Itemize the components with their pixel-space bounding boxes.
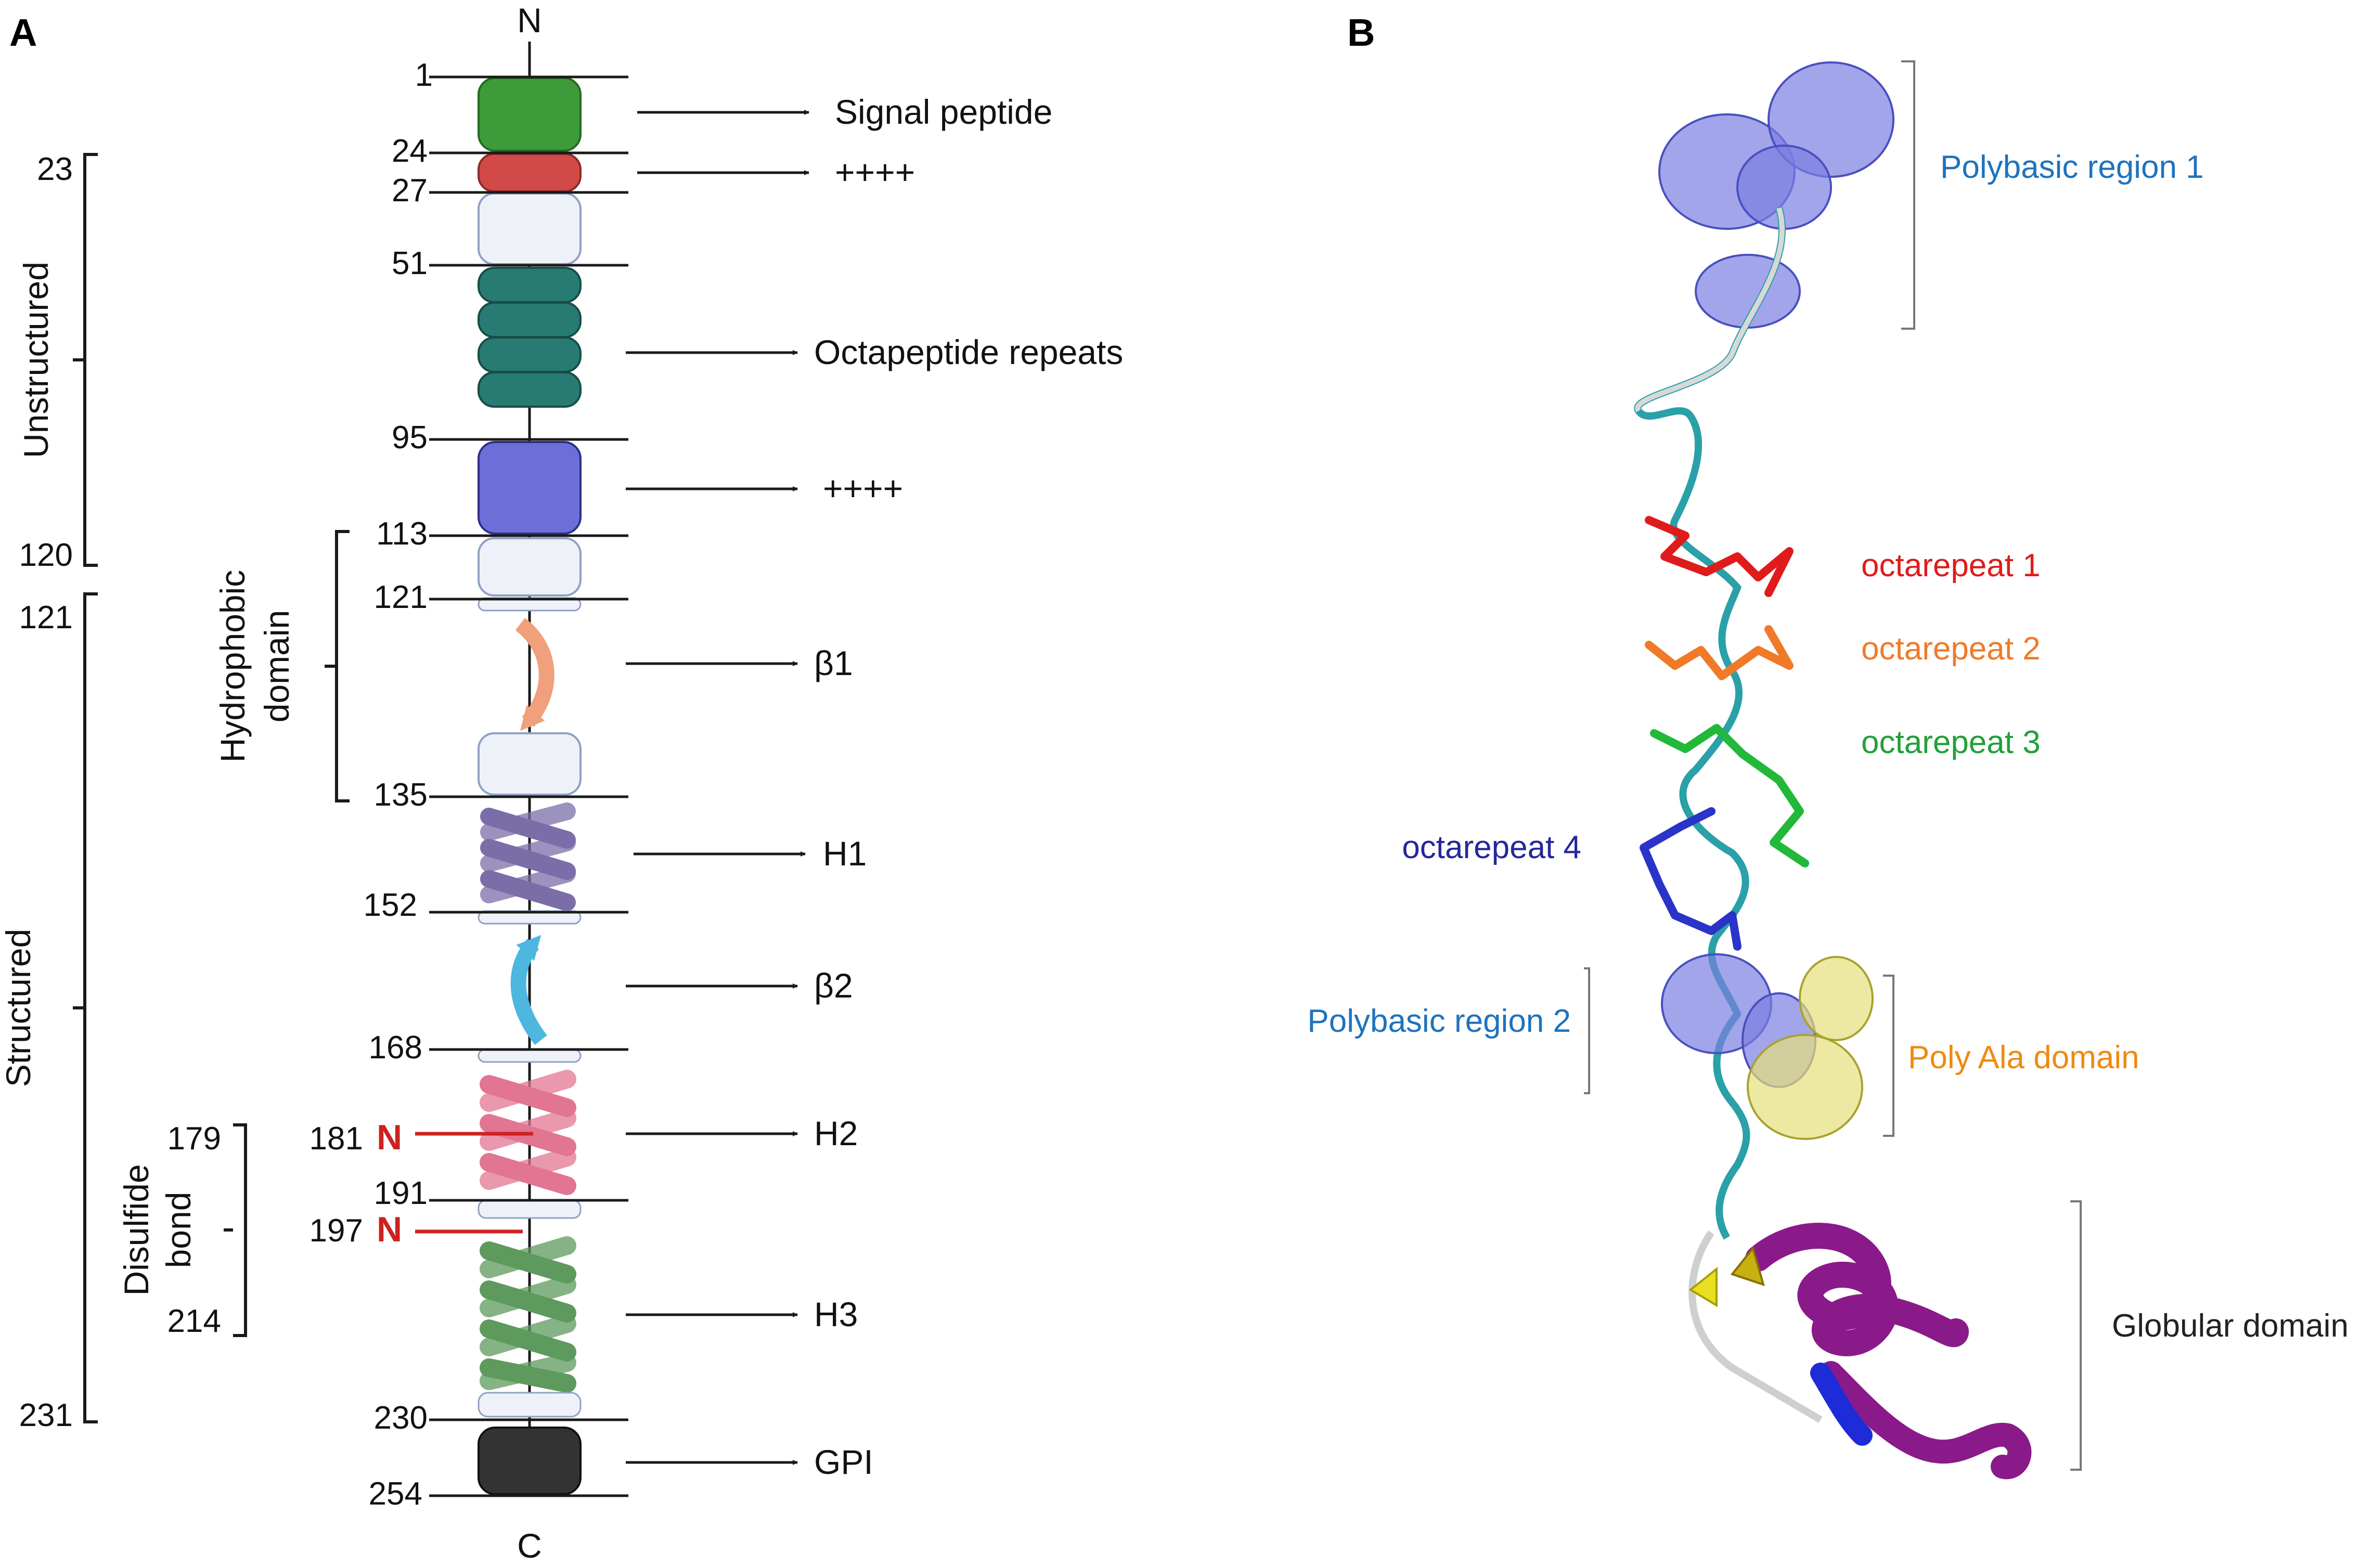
label-poly-ala-domain: Poly Ala domain <box>1908 1040 2139 1075</box>
signal-peptide-block <box>478 77 582 152</box>
panel-b-labels: Polybasic region 1 octarepeat 1 octarepe… <box>1307 149 2349 1344</box>
label-h2: H2 <box>814 1114 858 1152</box>
residue-tick-lines <box>429 75 628 1497</box>
panel-b-label: B <box>1347 11 1375 54</box>
residue-191: 191 <box>374 1175 428 1211</box>
unstructured-end: 120 <box>19 537 73 573</box>
label-gpi: GPI <box>814 1443 873 1481</box>
hydrophobic-segment-block <box>478 537 582 597</box>
octarepeat-block-2 <box>478 302 582 338</box>
label-octarepeat-2: octarepeat 2 <box>1861 631 2041 667</box>
connector-230 <box>478 1392 582 1418</box>
label-polybasic-region-1: Polybasic region 1 <box>1940 149 2204 185</box>
residue-254: 254 <box>369 1476 422 1512</box>
structured-start: 121 <box>19 600 73 636</box>
label-octarepeat-1: octarepeat 1 <box>1861 548 2041 584</box>
globular-domain-cartoon <box>1688 1223 2032 1480</box>
disulfide-label-line1: Disulfide <box>117 1164 156 1295</box>
panel-a-domain-map: A N C <box>0 1 1123 1565</box>
bracket-poly-ala <box>1883 975 1894 1137</box>
c-terminus-label: C <box>517 1526 542 1565</box>
residue-113: 113 <box>376 516 428 552</box>
glycosylation-sites: 181 N 197 N <box>309 1118 533 1249</box>
backbone-coil-grey-segment <box>1635 207 1785 412</box>
disulfide-start: 179 <box>167 1121 221 1157</box>
label-octarepeat-4: octarepeat 4 <box>1402 830 1581 865</box>
bracket-polybasic-1 <box>1901 60 1915 330</box>
octarepeat-blocks <box>478 267 582 408</box>
label-octapeptide-repeats: Octapeptide repeats <box>814 333 1123 371</box>
octarepeat-block-1 <box>478 267 582 303</box>
hydrophobic-bracket: Hydrophobic domain <box>213 530 350 802</box>
glyco-site-181-symbol: N <box>377 1118 402 1157</box>
beta2-strand-arrow <box>510 935 547 1045</box>
octarepeat-2-sticks <box>1645 625 1794 680</box>
unstructured-label: Unstructured <box>17 262 55 458</box>
panel-b-structure-model: B <box>1307 11 2349 1480</box>
gpi-anchor-block <box>478 1427 582 1495</box>
n-terminus-label: N <box>517 1 542 40</box>
disulfide-end: 214 <box>167 1303 221 1339</box>
residue-24: 24 <box>392 133 428 169</box>
residue-230: 230 <box>374 1400 428 1436</box>
h1-helix <box>480 802 576 911</box>
label-polybasic-n: ++++ <box>835 153 915 191</box>
label-h1: H1 <box>823 834 867 873</box>
residue-168: 168 <box>369 1030 422 1066</box>
octarepeat-sticks <box>1640 516 1809 951</box>
octarepeat-4-sticks <box>1640 807 1742 951</box>
structured-label: Structured <box>0 929 37 1087</box>
label-polybasic-2: ++++ <box>823 469 903 508</box>
polybasic-2-block <box>478 441 582 535</box>
hydrophobic-label-line2: domain <box>257 610 296 722</box>
beta1-strand-arrow <box>515 618 554 731</box>
label-polybasic-region-2: Polybasic region 2 <box>1307 1003 1571 1039</box>
h2-helix <box>480 1070 576 1195</box>
label-globular-domain: Globular domain <box>2112 1308 2349 1344</box>
poly-ala-surface <box>1747 956 1874 1140</box>
disulfide-label-line2: bond <box>159 1192 198 1268</box>
residue-135: 135 <box>374 777 428 813</box>
bracket-polybasic-2 <box>1584 967 1590 1094</box>
glyco-site-197-symbol: N <box>377 1210 402 1249</box>
label-beta2: β2 <box>814 966 853 1005</box>
polybasic-region-1-surface <box>1658 61 1894 329</box>
h3-helix <box>480 1236 576 1393</box>
glyco-site-181-residue: 181 <box>309 1121 363 1157</box>
polybasic-n-block <box>478 153 582 192</box>
label-h3: H3 <box>814 1295 858 1333</box>
unstructured-start: 23 <box>37 151 73 187</box>
structured-end: 231 <box>19 1397 73 1433</box>
hydrophobic-label-line1: Hydrophobic <box>213 570 252 763</box>
bracket-globular <box>2070 1200 2082 1471</box>
feature-labels: Signal peptide ++++ Octapeptide repeats … <box>814 93 1123 1481</box>
structured-bracket: 121 231 Structured <box>0 592 98 1433</box>
octarepeat-1-sticks <box>1645 516 1794 597</box>
unstructured-bracket: 23 120 Unstructured <box>17 151 98 573</box>
residue-95: 95 <box>392 420 428 456</box>
region-brackets <box>1584 60 2082 1471</box>
disulfide-bracket: 179 214 Disulfide bond <box>117 1121 247 1339</box>
residue-numbers: 1 24 27 51 95 113 121 135 152 168 191 23… <box>364 57 433 1512</box>
octarepeat-block-4 <box>478 371 582 408</box>
residue-152: 152 <box>364 887 417 923</box>
connector-168 <box>478 1048 582 1063</box>
connector-191 <box>478 1199 582 1219</box>
residue-27: 27 <box>392 173 428 209</box>
label-beta1: β1 <box>814 644 853 682</box>
segment-before-135 <box>478 732 582 796</box>
label-octarepeat-3: octarepeat 3 <box>1861 724 2041 760</box>
residue-121: 121 <box>374 579 428 615</box>
unstructured-segment-block <box>478 192 582 265</box>
panel-a-label: A <box>9 11 37 54</box>
residue-1: 1 <box>415 57 433 93</box>
feature-arrows <box>626 110 809 1465</box>
octarepeat-3-sticks <box>1650 724 1809 867</box>
label-signal-peptide: Signal peptide <box>835 93 1052 131</box>
residue-51: 51 <box>392 245 428 281</box>
octarepeat-block-3 <box>478 336 582 373</box>
glyco-site-197-residue: 197 <box>309 1213 363 1249</box>
